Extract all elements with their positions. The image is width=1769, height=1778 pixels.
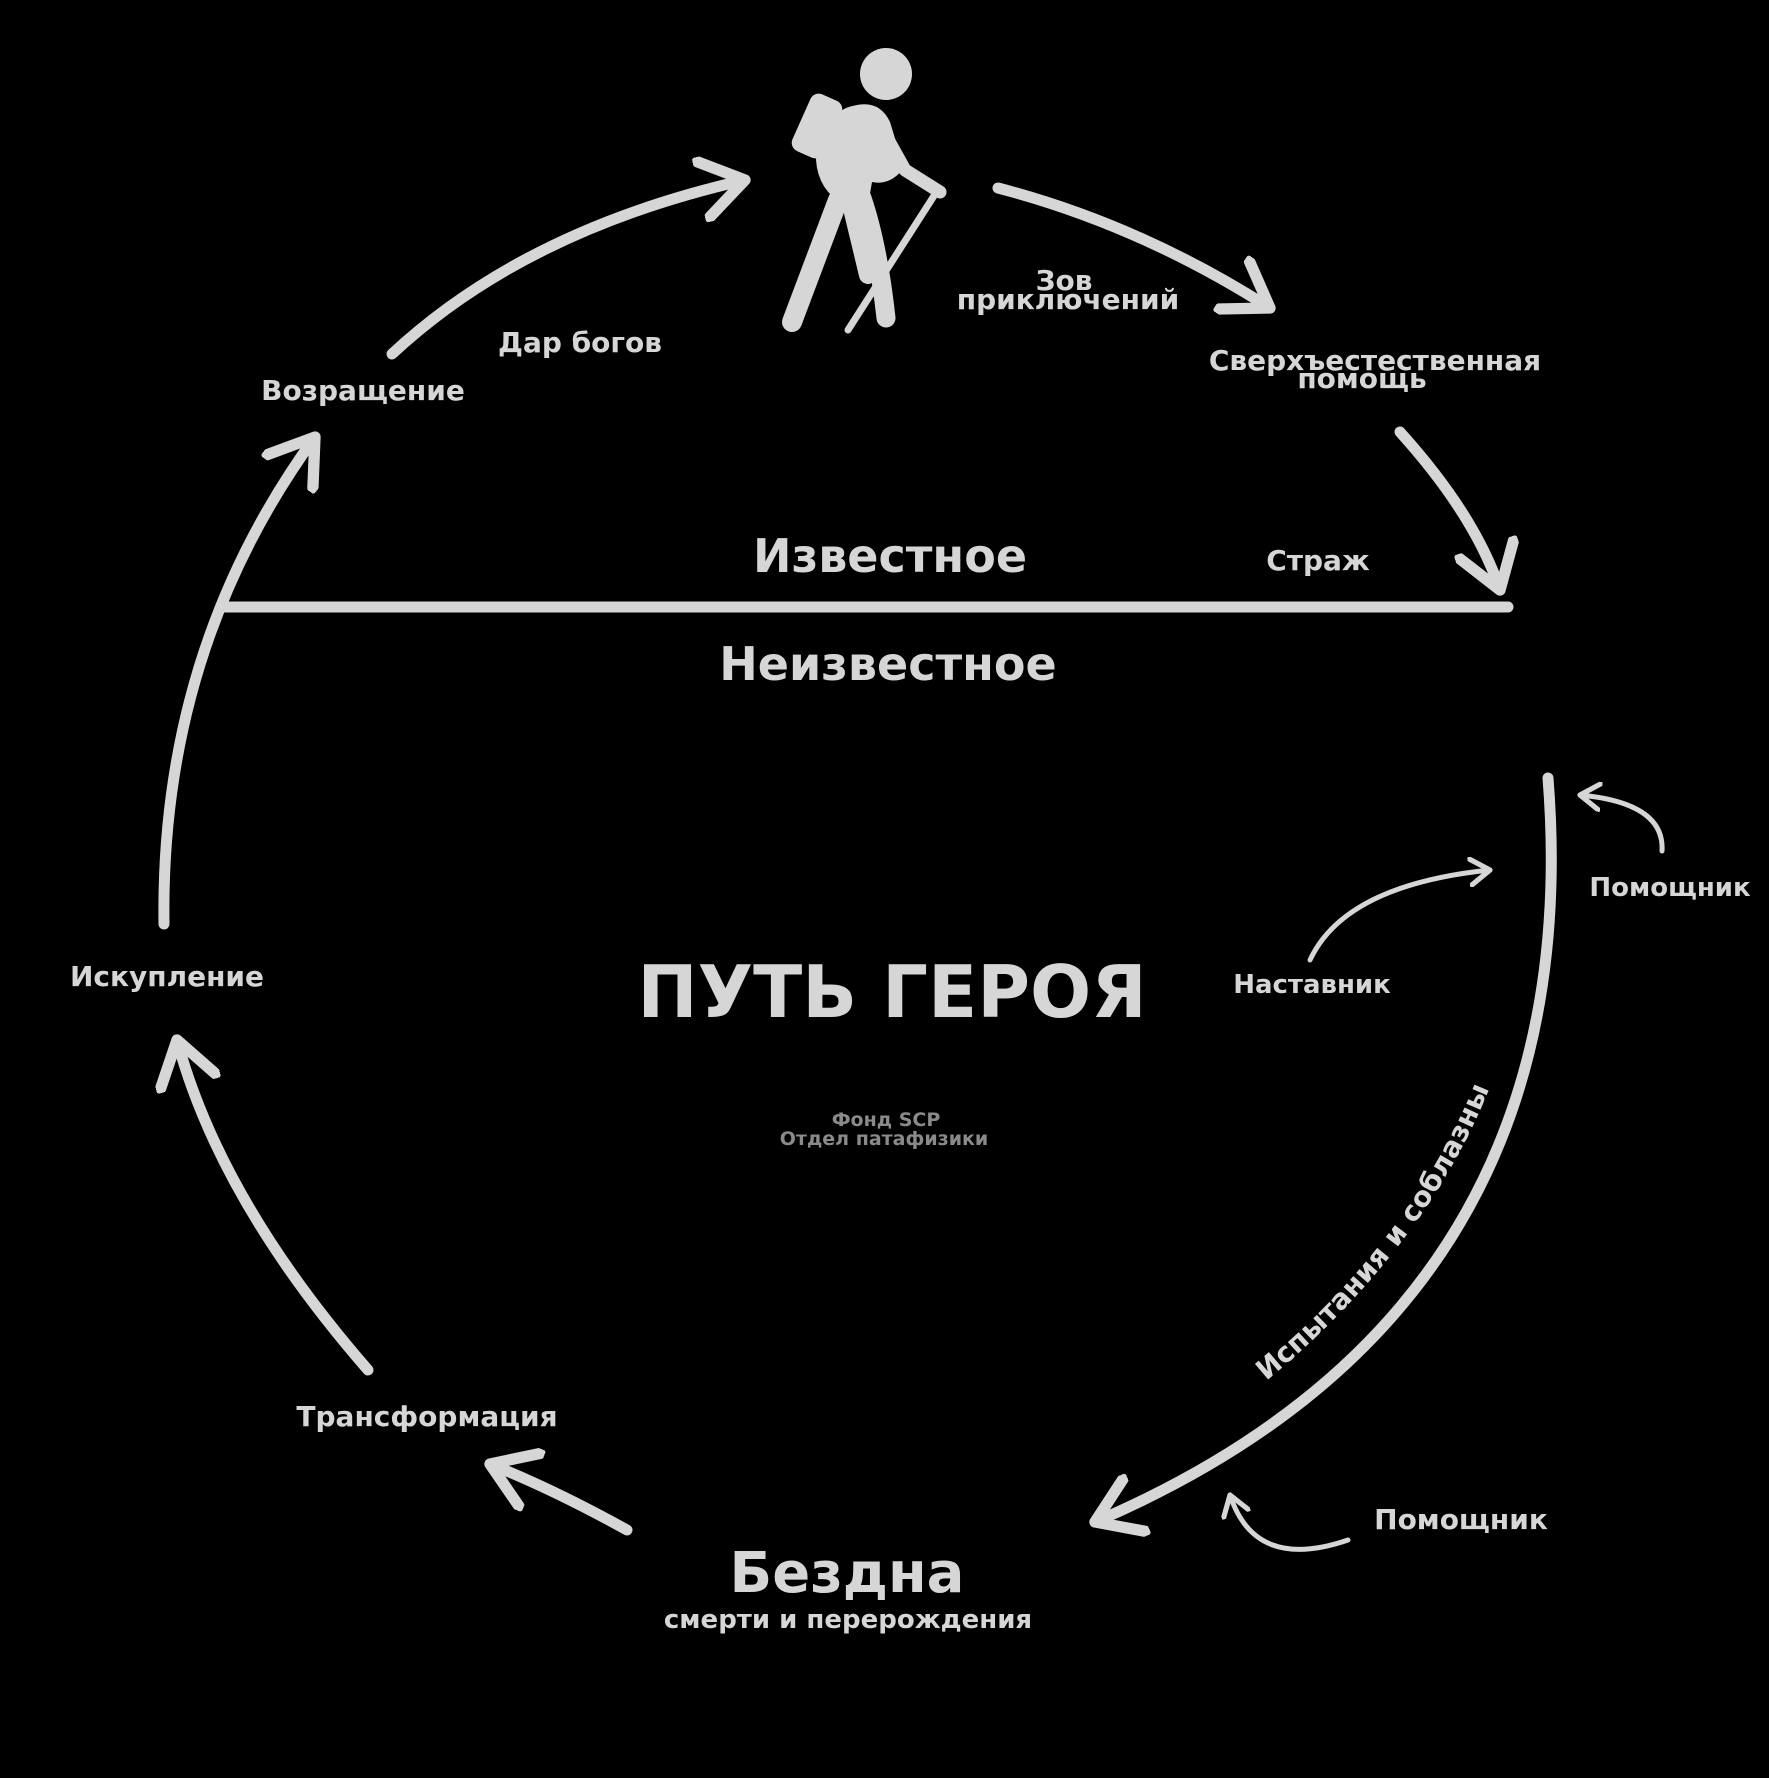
label-call-line1: Зов [1036, 264, 1093, 297]
arrow-trials [1095, 772, 1557, 1522]
hiker-icon [782, 48, 947, 334]
label-aid-line2: помощь [1297, 362, 1426, 395]
label-guardian: Страж [1266, 544, 1370, 577]
label-abyss-subtitle: смерти и перерождения [664, 1605, 1032, 1635]
arrow-abyss-to-transformation [490, 1464, 633, 1536]
arrow-return-to-hero [386, 180, 745, 360]
label-helper-top: Помощник [1589, 873, 1751, 903]
arrow-atonement-to-return [158, 437, 315, 930]
label-helper-bottom: Помощник [1374, 1503, 1548, 1536]
credit-line2: Отдел патафизики [780, 1128, 988, 1150]
diagram-title: ПУТЬ ГЕРОЯ [637, 950, 1146, 1034]
label-return: Возращение [261, 374, 465, 407]
arrow-aid [1394, 426, 1500, 590]
arrow-helper-bottom [1230, 1495, 1351, 1552]
label-unknown: Неизвестное [719, 637, 1056, 691]
arrow-transformation-to-atonement [177, 1040, 374, 1376]
label-mentor: Наставник [1233, 970, 1391, 1000]
credit-line1: Фонд SCP [832, 1109, 941, 1131]
arrow-call [992, 182, 1270, 308]
label-abyss-title: Бездна [730, 1541, 965, 1606]
label-aid-line1: Сверхъестественная [1209, 344, 1541, 377]
label-gift: Дар богов [498, 326, 662, 359]
label-known: Известное [753, 529, 1027, 583]
arrow-helper-top [1580, 795, 1665, 854]
label-atonement: Искупление [70, 960, 264, 993]
label-call-line2: приключений [957, 283, 1180, 316]
label-transformation: Трансформация [296, 1400, 557, 1433]
arrow-mentor [1307, 870, 1490, 963]
